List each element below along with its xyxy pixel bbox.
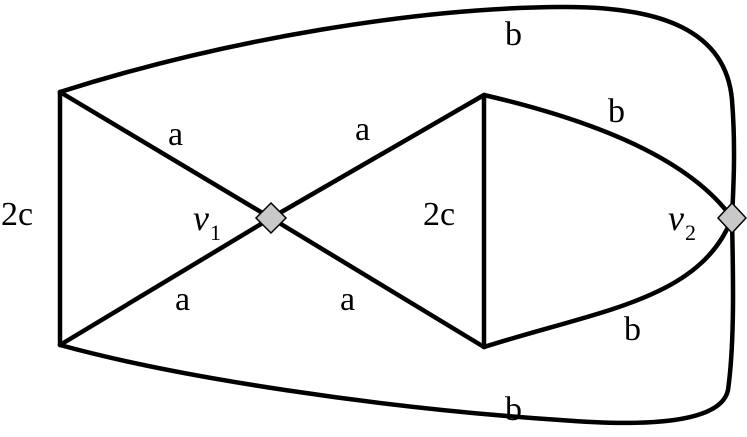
label-outer-top-b: b xyxy=(505,16,522,53)
label-lower-right-a: a xyxy=(340,281,355,318)
edge-lower-right-diagonal xyxy=(268,215,487,350)
vertex-v1-label: v1 xyxy=(193,198,221,245)
vertex-v2-subscript: 2 xyxy=(685,220,696,245)
label-inner-bottom-b: b xyxy=(624,311,641,348)
label-upper-left-a: a xyxy=(168,116,183,153)
edge-outer-top xyxy=(57,4,737,221)
edge-inner-bottom-curve xyxy=(481,215,735,350)
label-inner-top-b: b xyxy=(608,93,625,130)
label-lower-left-a: a xyxy=(175,281,190,318)
label-outer-bottom-b: b xyxy=(505,391,522,428)
vertex-v2-marker xyxy=(716,201,747,235)
label-upper-right-a: a xyxy=(355,111,370,148)
vertex-v1-name: v xyxy=(193,198,209,238)
vertex-v2-label: v2 xyxy=(668,198,696,245)
label-inner-vertical-2c: 2c xyxy=(423,196,455,233)
vertex-v2-name: v xyxy=(668,198,684,238)
edge-upper-right-diagonal xyxy=(268,92,487,221)
edge-lower-left-diagonal xyxy=(57,215,274,348)
vertex-v1-marker xyxy=(254,201,288,235)
vertex-v1-subscript: 1 xyxy=(210,220,221,245)
edge-upper-left-diagonal xyxy=(57,89,274,221)
edge-inner-top-curve xyxy=(481,92,735,221)
edge-outer-bottom xyxy=(57,215,736,426)
label-left-vertical-2c: 2c xyxy=(1,196,33,233)
